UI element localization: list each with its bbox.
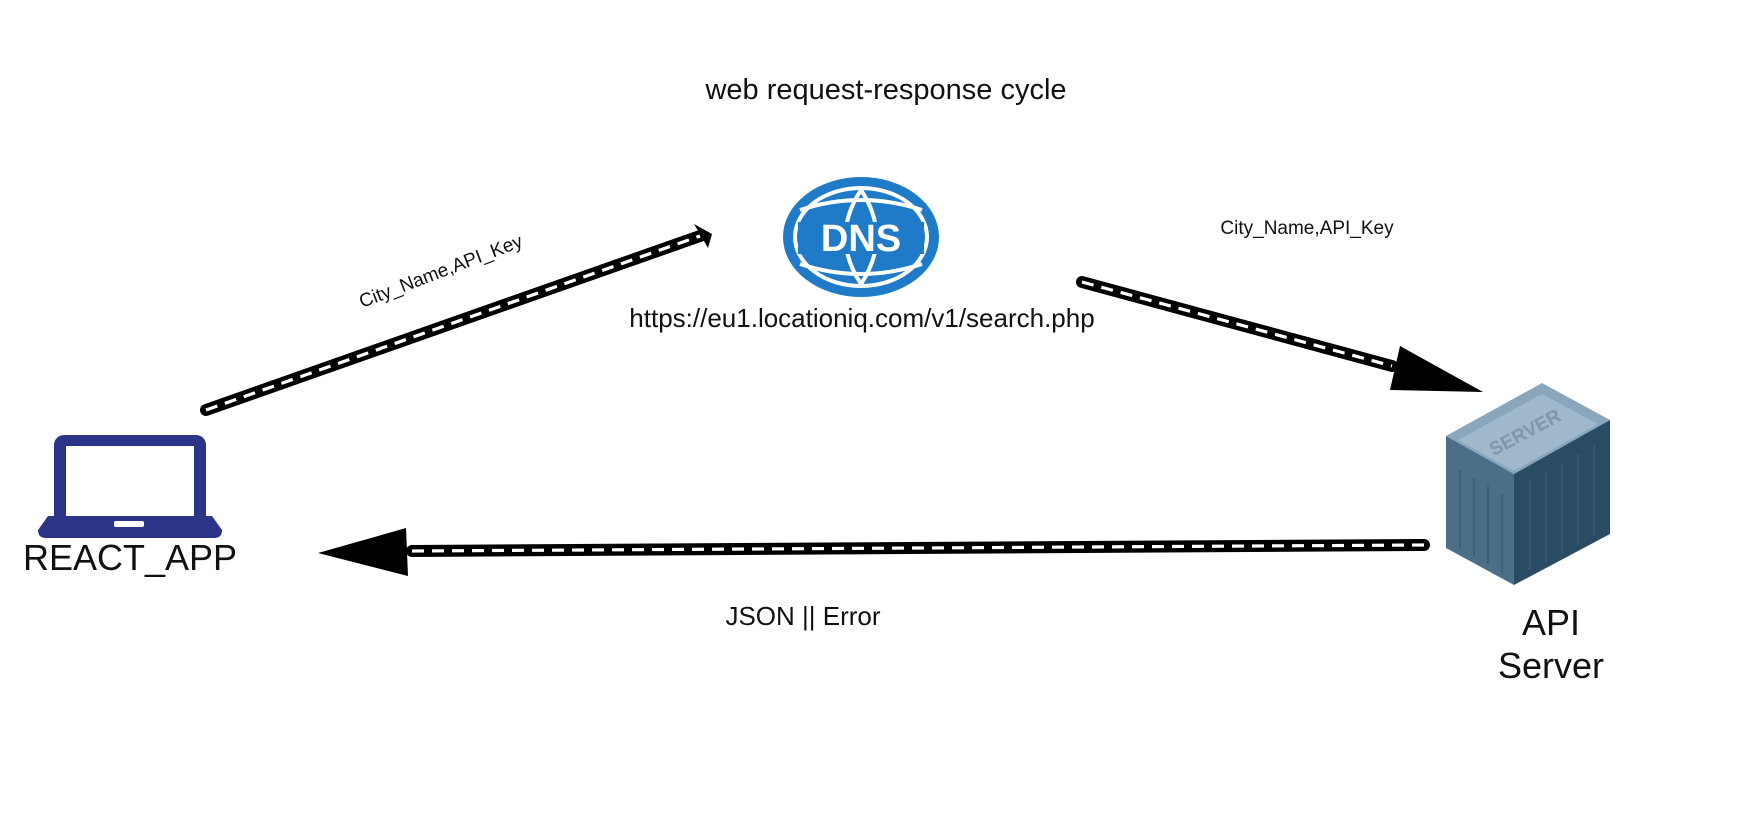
arrow-client-to-dns <box>200 224 712 416</box>
arrow-server-to-client <box>318 528 1430 576</box>
dns-icon-text: DNS <box>821 218 901 260</box>
client-label: REACT_APP <box>23 537 237 578</box>
diagram-title: web request-response cycle <box>704 74 1066 106</box>
server-icon: SERVER <box>1446 383 1610 585</box>
edge-label-server-to-client: JSON || Error <box>725 601 880 631</box>
laptop-icon <box>38 435 222 538</box>
dns-url-label: https://eu1.locationiq.com/v1/search.php <box>629 303 1094 333</box>
edge-label-dns-to-server: City_Name,API_Key <box>1220 218 1394 239</box>
arrow-dns-to-server <box>1076 276 1483 392</box>
dns-globe-icon: DNS <box>783 177 939 297</box>
server-label-line2: Server <box>1498 645 1604 686</box>
server-label-line1: API <box>1522 602 1580 643</box>
